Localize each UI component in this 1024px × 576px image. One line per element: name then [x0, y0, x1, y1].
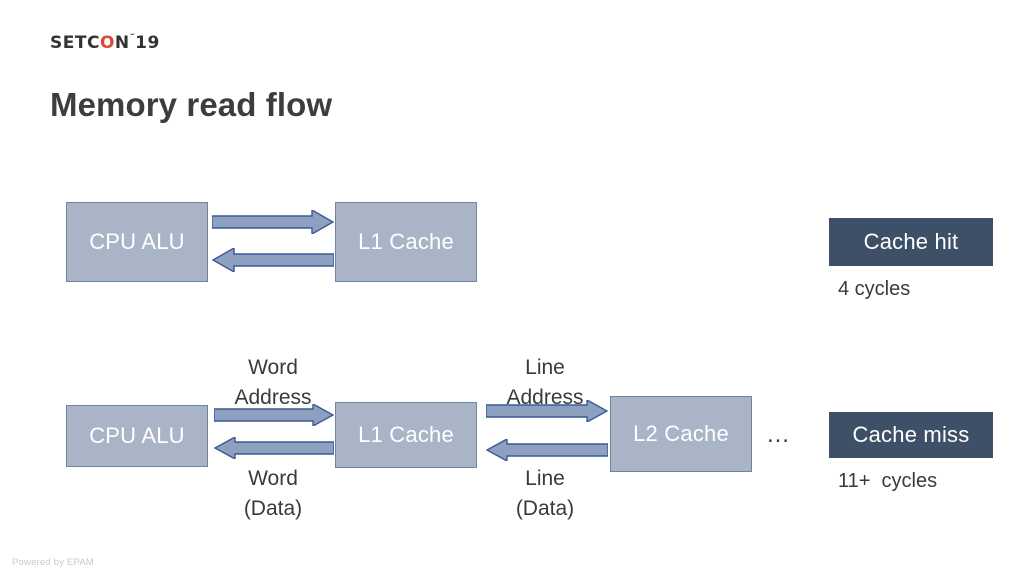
- box-cpu-alu-row2: CPU ALU: [66, 405, 208, 467]
- status-badge-cache-miss: Cache miss: [829, 412, 993, 458]
- box-l1-cache-row2: L1 Cache: [335, 402, 477, 468]
- arrow-left-row2-l2-l1: [486, 439, 608, 461]
- box-cpu-alu-row1: CPU ALU: [66, 202, 208, 282]
- cache-hit-cycles: 4 cycles: [838, 278, 911, 300]
- arrow-right-row2-cpu-l1: [214, 404, 334, 426]
- logo-letter-o: O: [99, 33, 115, 53]
- arrow-right-row1: [212, 210, 334, 234]
- footer-powered-by: Powered by EPAM: [12, 557, 95, 568]
- arrow-left-row2-l1-cpu: [214, 437, 334, 459]
- cache-miss-cycles: 11+ cycles: [838, 470, 938, 492]
- arrow-right-row2-l1-l2: [486, 400, 608, 422]
- logo-text-n: N: [114, 33, 130, 53]
- caption-word-address: Word Address: [234, 356, 312, 410]
- box-l1-cache-row1: L1 Cache: [335, 202, 477, 282]
- logo-tick-mark: ˘: [129, 32, 136, 45]
- caption-line-data: Line (Data): [515, 467, 575, 521]
- caption-line-address: Line Address: [506, 356, 584, 410]
- more-caches-ellipsis: …: [766, 421, 791, 448]
- logo-text-setc: SETC: [50, 33, 100, 53]
- setcon-logo: SETCON˘19: [50, 33, 160, 52]
- arrow-left-row1: [212, 248, 334, 272]
- box-l2-cache-row2: L2 Cache: [610, 396, 752, 472]
- caption-word-data: Word (Data): [243, 467, 303, 521]
- status-badge-cache-hit: Cache hit: [829, 218, 993, 266]
- logo-year: 19: [135, 33, 160, 53]
- page-title: Memory read flow: [50, 86, 333, 123]
